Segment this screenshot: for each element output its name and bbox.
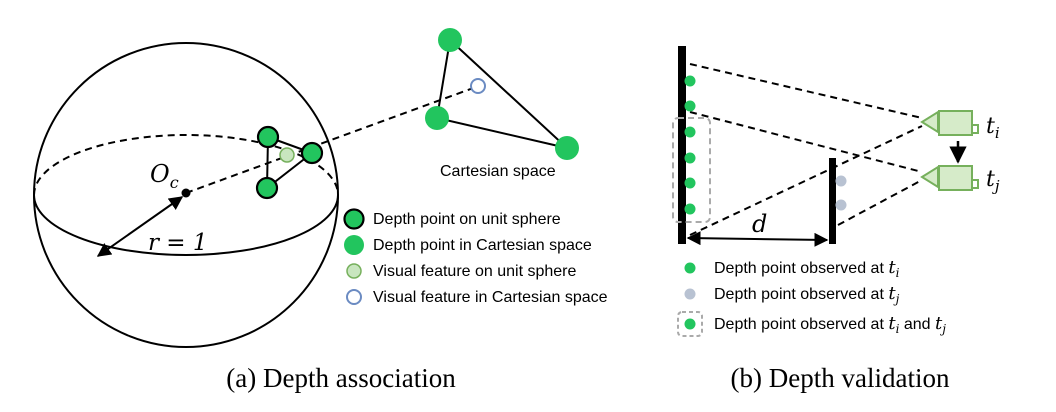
sphere-triangle (265, 135, 315, 191)
panel-a: Oc r = 1 Cartesian space Depth point on … (33, 28, 608, 393)
legend-b-item: Depth point observed at ti and tj (714, 313, 946, 336)
radius-arrow (96, 196, 184, 257)
sphere-center-point (181, 188, 191, 198)
depth-point-on-sphere (255, 176, 279, 200)
legend-visual-cartesian-icon (346, 289, 362, 305)
center-label: Oc (150, 160, 179, 192)
visual-feature-on-sphere (279, 147, 295, 163)
cartesian-space-label: Cartesian space (440, 163, 556, 180)
panel-b: d ti tj Depth point observed at ti Depth… (672, 46, 1000, 393)
depth-point-in-cartesian (555, 136, 579, 160)
legend-a-item: Visual feature on unit sphere (373, 263, 577, 280)
depth-point-ti (684, 152, 696, 164)
depth-point-ti (684, 126, 696, 138)
depth-point-in-cartesian (438, 28, 462, 52)
distance-label: d (752, 210, 767, 238)
legend-a: Depth point on unit sphere Depth point i… (343, 208, 608, 306)
sphere-equator-front (33, 194, 339, 256)
projection-line (689, 111, 923, 173)
legend-tj-icon (684, 288, 696, 300)
legend-b: Depth point observed at ti Depth point o… (677, 257, 946, 337)
legend-a-item: Visual feature in Cartesian space (373, 289, 608, 306)
legend-both-icon (684, 318, 696, 330)
caption-a: (a) Depth association (226, 363, 456, 393)
wall-far (829, 158, 836, 244)
cartesian-triangle (435, 38, 571, 150)
depth-point-tj (835, 175, 847, 187)
depth-point-on-sphere (300, 141, 324, 165)
overlap-box (672, 117, 711, 223)
depth-point-in-cartesian (425, 106, 449, 130)
legend-b-item: Depth point observed at tj (714, 283, 900, 306)
legend-ti-icon (684, 262, 696, 274)
legend-visual-on-sphere-icon (346, 263, 362, 279)
legend-depth-on-sphere-icon (343, 208, 365, 230)
depth-point-tj (835, 199, 847, 211)
depth-point-ti (684, 177, 696, 189)
distance-arrow (686, 231, 829, 247)
camera-ti-icon (920, 110, 979, 136)
sphere-equator-back (33, 134, 339, 196)
time-label-ti: ti (986, 114, 1000, 142)
projection-line (689, 63, 923, 119)
depth-point-ti (684, 100, 696, 112)
legend-b-item: Depth point observed at ti (714, 257, 900, 280)
depth-point-ti (684, 203, 696, 215)
legend-depth-cartesian-icon (344, 235, 364, 255)
visual-feature-in-cartesian (470, 78, 486, 94)
projection-ray (185, 86, 477, 194)
radius-label: r = 1 (148, 230, 208, 256)
legend-a-item: Depth point on unit sphere (373, 211, 561, 228)
camera-tj-icon (920, 165, 979, 191)
legend-both-box-icon (677, 311, 703, 337)
projection-line (837, 179, 923, 226)
wall-near (678, 46, 686, 244)
depth-point-on-sphere (256, 125, 280, 149)
depth-point-ti (684, 75, 696, 87)
time-label-tj: tj (986, 167, 1000, 195)
legend-a-item: Depth point in Cartesian space (373, 237, 592, 254)
projection-line (689, 125, 923, 236)
caption-b: (b) Depth validation (731, 363, 950, 393)
